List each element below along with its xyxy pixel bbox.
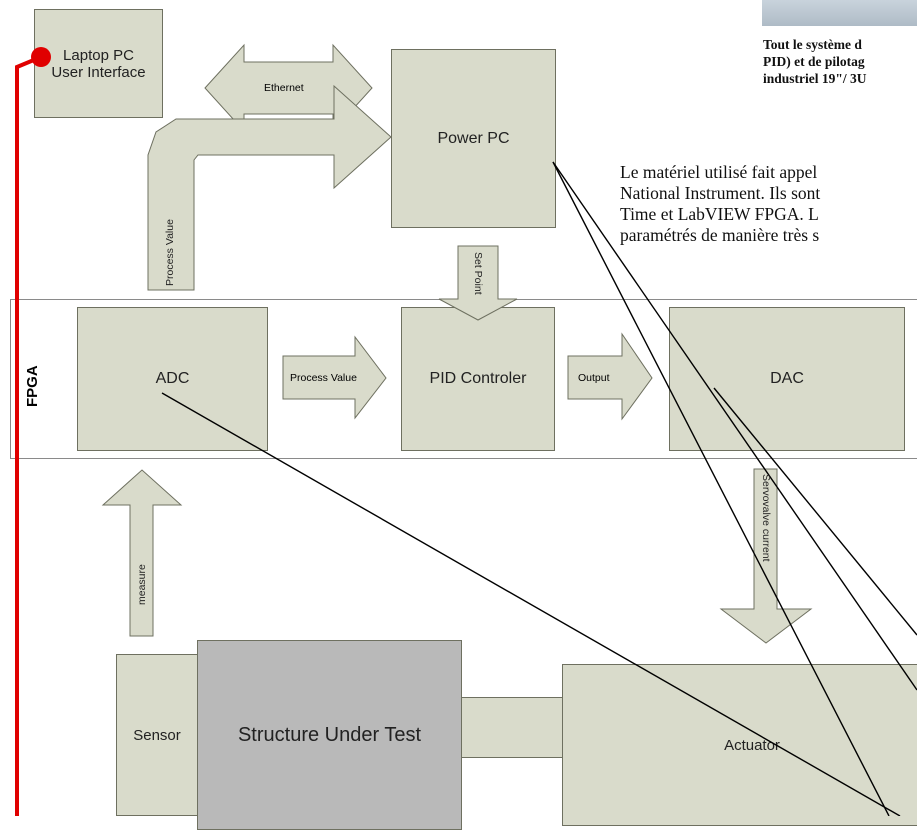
pointer-line [552,161,917,691]
process-value-up-label: Process Value [164,219,176,286]
body-paragraph: Le matériel utilisé fait appel National … [620,162,820,246]
process-value-label: Process Value [290,372,357,384]
structure-label: Structure Under Test [237,723,422,746]
set-point-label: Set Point [472,252,484,295]
power-pc-box: Power PC [391,49,556,228]
paragraph-line: Le matériel utilisé fait appel [620,162,818,182]
power-pc-label: Power PC [437,129,510,147]
servovalve-arrow [719,468,813,644]
pid-label: PID Controler [429,370,527,387]
pid-controller-box: PID Controler [401,307,555,451]
photo-fragment [762,0,917,26]
output-label: Output [578,372,610,384]
process-value-arrow [282,335,387,420]
pointer-line [713,387,917,636]
caption-line: Tout le système d [763,37,862,52]
dac-box: DAC [669,307,905,451]
figure-caption: Tout le système d PID) et de pilotag ind… [763,36,867,87]
pointer-line [552,161,890,816]
dac-label: DAC [770,370,804,387]
paragraph-line: National Instrument. Ils sont [620,183,821,203]
measure-label: measure [136,564,148,605]
adc-label: ADC [155,370,190,387]
sensor-label: Sensor [133,726,181,744]
actuator-label: Actuator [724,736,780,754]
laptop-sublabel: User Interface [51,63,146,81]
measure-arrow [101,469,183,637]
process-value-elbow-arrow [147,84,392,291]
ethernet-label: Ethernet [264,82,304,94]
red-marker-line [15,55,42,816]
paragraph-line: paramétrés de manière très s [620,225,820,245]
laptop-label: Laptop PC [63,46,134,64]
adc-box: ADC [77,307,268,451]
output-arrow [567,332,653,421]
pointer-line [161,392,901,816]
paragraph-line: Time et LabVIEW FPGA. L [620,204,819,224]
servovalve-label: Servovalve current [760,474,772,562]
caption-line: PID) et de pilotag [763,54,865,69]
set-point-arrow [438,245,518,321]
caption-line: industriel 19"/ 3U [763,71,867,86]
connector-rod [461,697,563,758]
sensor-box: Sensor [116,654,198,816]
red-marker-dot [31,47,51,67]
